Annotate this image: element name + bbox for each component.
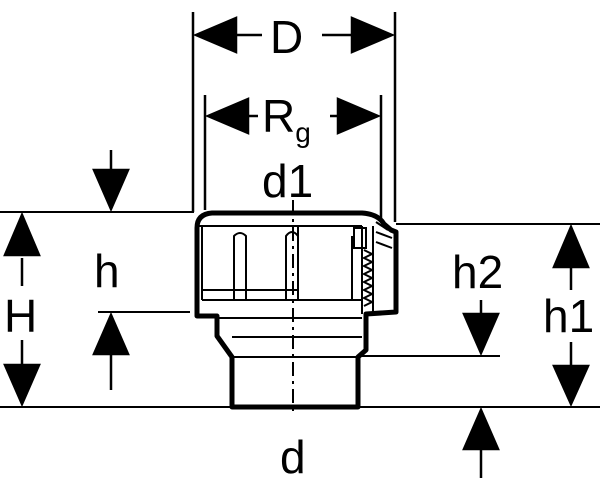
label-h: h — [94, 245, 120, 297]
dimension-h1 — [552, 223, 590, 408]
thread-hatch — [375, 221, 393, 249]
label-Rg-sub: g — [295, 117, 311, 148]
label-H: H — [4, 290, 38, 342]
dimension-H — [3, 211, 41, 408]
thread-detail — [361, 249, 375, 307]
seal-ring — [353, 227, 367, 249]
label-Rg-main: R — [262, 90, 296, 142]
fitting-body — [194, 210, 399, 410]
label-Rg: Rg — [262, 90, 311, 147]
label-d: d — [280, 431, 306, 483]
label-h2: h2 — [452, 246, 504, 298]
label-D: D — [270, 11, 304, 63]
label-d1: d1 — [262, 155, 314, 207]
dimension-D — [191, 12, 397, 222]
dimension-h2 — [462, 300, 500, 478]
dimension-h — [92, 150, 130, 390]
label-h1: h1 — [543, 290, 595, 342]
extension-lines — [0, 211, 600, 408]
dimension-Rg — [203, 95, 383, 220]
